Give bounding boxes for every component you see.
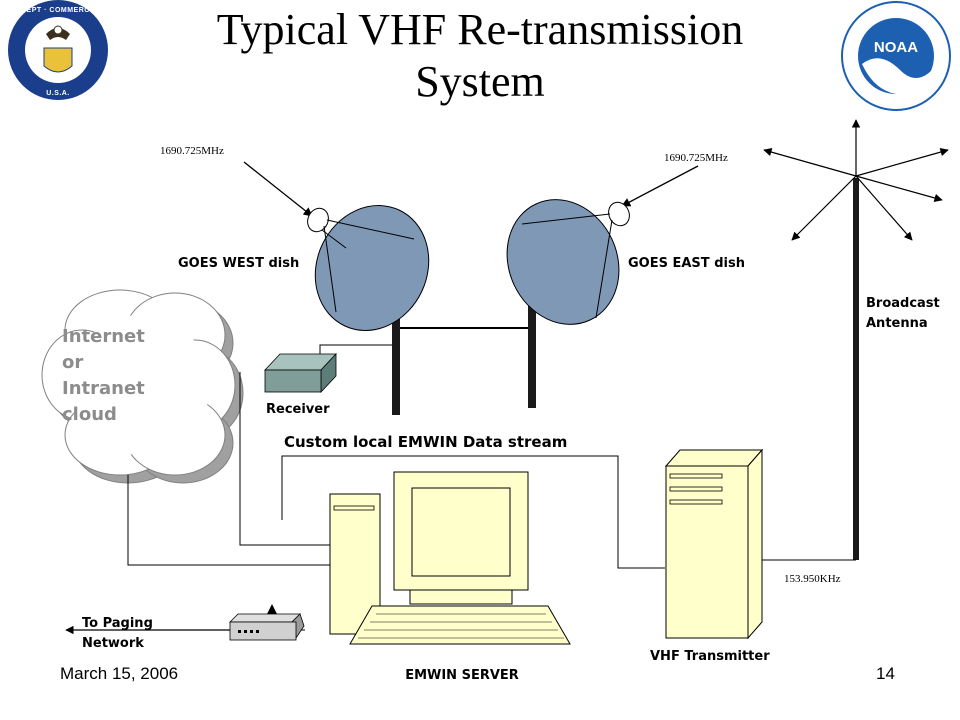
goes-west-label: GOES WEST dish	[178, 256, 299, 271]
paging-label-line1: To Paging	[82, 616, 153, 631]
stream-label: Custom local EMWIN Data stream	[284, 433, 567, 451]
vhf-transmitter-label: VHF Transmitter	[650, 649, 770, 664]
cloud-text-line3: Intranet	[62, 378, 145, 399]
goes-east-label: GOES EAST dish	[628, 256, 745, 271]
goes-east-signal: 1690.725MHz	[621, 152, 728, 207]
antenna-frequency: 153.950KHz	[784, 573, 841, 585]
seal-ring-text: DEPT · COMMERCE	[21, 7, 95, 14]
goes-west-signal: 1690.725MHz	[160, 145, 313, 217]
receiver-box	[264, 352, 337, 394]
cloud-text-line1: Internet	[62, 326, 145, 347]
receiver-to-server-line	[239, 372, 330, 546]
internet-cloud: Internet or Intranet cloud	[41, 289, 244, 484]
goes-west-dish	[307, 205, 430, 331]
slide-title-line1: Typical VHF Re-transmission	[216, 5, 744, 54]
slide-page-number: 14	[876, 664, 895, 683]
noaa-wordmark: NOAA	[874, 39, 918, 56]
emwin-server-label: EMWIN SERVER	[405, 668, 519, 683]
goes-east-frequency: 1690.725MHz	[664, 152, 728, 164]
cloud-to-server-line	[127, 475, 330, 566]
emwin-server	[329, 471, 571, 645]
broadcast-antenna-label-line1: Broadcast	[866, 296, 940, 311]
stream-line	[281, 455, 665, 569]
dish-mounts	[392, 296, 536, 415]
noaa-logo: NOAA	[841, 1, 951, 111]
broadcast-antenna	[763, 119, 949, 560]
slide-title: Typical VHF Re-transmission System	[160, 4, 800, 108]
slide-date: March 15, 2006	[60, 664, 179, 683]
paging-label-line2: Network	[82, 636, 144, 651]
broadcast-antenna-label-line2: Antenna	[866, 316, 928, 331]
goes-west-frequency: 1690.725MHz	[160, 145, 224, 157]
commerce-seal-logo: DEPT · COMMERCE U.S.A.	[8, 0, 108, 100]
goes-east-dish	[506, 199, 630, 325]
cloud-text-line2: or	[62, 352, 83, 373]
paging-modem	[229, 613, 305, 641]
svg-text:U.S.A.: U.S.A.	[46, 90, 70, 97]
vhf-transmitter	[664, 448, 764, 640]
slide-title-line2: System	[415, 57, 545, 106]
receiver-label: Receiver	[266, 402, 330, 417]
cloud-text-line4: cloud	[62, 404, 117, 425]
